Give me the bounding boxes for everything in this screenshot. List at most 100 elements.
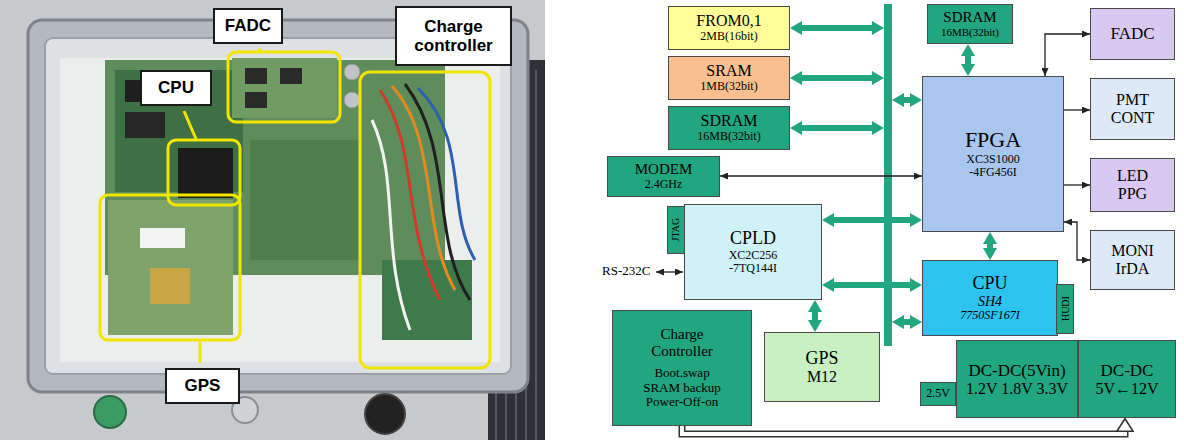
- block-box: GPSM12: [764, 332, 880, 402]
- block-detail: 1.2V 1.8V 3.3V: [966, 380, 1068, 398]
- leader-line: [199, 342, 202, 363]
- block-box: Charge ControllerBoot.swapSRAM backupPow…: [612, 310, 752, 426]
- block-title: FPGA: [965, 128, 1021, 153]
- block-title: FADC: [225, 16, 271, 35]
- cpu-chip: [178, 148, 233, 198]
- block-detail: 16MB(32bit): [941, 26, 999, 38]
- bus-connector: [987, 244, 993, 248]
- bus-arrow: [802, 75, 872, 81]
- serial-arrow: [656, 271, 683, 272]
- highlight-outline: [228, 52, 340, 122]
- power-connector-core: [682, 426, 1125, 434]
- block-title: PMT CONT: [1107, 91, 1159, 127]
- block-detail: Boot.swap: [654, 366, 709, 381]
- signal-connector: [720, 175, 922, 176]
- signal-connector: [1064, 109, 1090, 110]
- block-title: Charge controller: [400, 17, 507, 55]
- block-detail: 1MB(32bit): [700, 80, 757, 93]
- block-detail: 5V←12V: [1095, 380, 1158, 398]
- connector: [815, 312, 816, 320]
- photo-callout: FADC: [213, 8, 283, 44]
- wire: [418, 88, 475, 260]
- block-box: CPUSH47750SF167I: [922, 260, 1058, 336]
- gps-antenna: [150, 268, 190, 304]
- gps-board: [108, 200, 233, 335]
- connector: [834, 285, 910, 286]
- highlight-outline: [360, 72, 490, 368]
- block-title: FADC: [1110, 24, 1154, 43]
- power-board: [250, 140, 360, 260]
- power-connector-outline: [682, 426, 1125, 434]
- signal-connector: [1045, 34, 1090, 76]
- bus-connector: [834, 282, 910, 288]
- connector: [834, 220, 910, 221]
- block-title: SDRAM: [943, 9, 996, 26]
- chip: [280, 68, 302, 84]
- block-title: CPU: [158, 78, 194, 97]
- block-detail: Power-Off-on: [646, 395, 718, 410]
- photo-callout: GPS: [165, 368, 240, 404]
- block-detail: 16MB(32bit): [697, 130, 760, 143]
- connector: [720, 176, 922, 177]
- block-title: DC-DC: [1101, 361, 1154, 380]
- connector: [1045, 34, 1090, 76]
- wire: [372, 120, 410, 330]
- coax-connector: [344, 64, 360, 80]
- block-title: MONI IrDA: [1107, 242, 1159, 278]
- block-title: 2.5V: [926, 387, 950, 400]
- block-detail: 2.4GHz: [645, 178, 683, 191]
- photo-callout: CPU: [140, 70, 212, 106]
- block-box: MONI IrDA: [1090, 230, 1175, 290]
- connector: [968, 56, 969, 64]
- block-detail: SH4: [978, 294, 1002, 310]
- signal-connector: [1064, 184, 1090, 185]
- coax-connector: [344, 92, 360, 108]
- block-box: CPLDXC2C256 -7TQ144I: [684, 204, 822, 300]
- signal-connector: [1064, 222, 1090, 260]
- block-title: HUDI: [1059, 297, 1070, 322]
- bus-arrow: [904, 319, 910, 325]
- block-title: DC-DC(5Vin): [968, 361, 1065, 380]
- system-bus: [884, 4, 892, 346]
- bus-connector: [965, 56, 971, 64]
- block-title: GPS: [805, 348, 838, 368]
- leader-line: [258, 49, 262, 52]
- block-detail: 7750SF167I: [960, 309, 1019, 322]
- block-box: PMT CONT: [1090, 78, 1175, 140]
- transparent-lid: [45, 38, 511, 374]
- block-box: FADC: [1090, 8, 1175, 60]
- block-detail: SRAM backup: [643, 381, 721, 396]
- block-title: SDRAM: [701, 112, 758, 130]
- block-title: Charge Controller: [642, 326, 722, 360]
- bus-connector: [834, 217, 910, 223]
- port-tab: JTAG: [667, 206, 685, 254]
- bus-arrow: [802, 25, 872, 31]
- connector: [1064, 185, 1090, 186]
- block-box: MODEM2.4GHz: [607, 156, 720, 197]
- enclosure: [28, 20, 528, 392]
- block-title: SRAM: [706, 62, 751, 80]
- block-box: SDRAM16MB(32bit): [668, 106, 790, 150]
- cable-connector: [365, 394, 405, 434]
- bus-connector: [812, 312, 818, 320]
- fadc-board: [232, 58, 337, 118]
- block-title: MODEM: [635, 161, 693, 178]
- block-box: FPGAXC3S1000 -4FG456I: [922, 76, 1064, 232]
- block-detail: M12: [807, 368, 837, 386]
- block-box: FROM0,12MB(16bit): [668, 6, 790, 50]
- highlight-outline: [100, 195, 240, 340]
- photo-callout: Charge controller: [395, 6, 512, 66]
- block-detail: 2MB(16bit): [700, 30, 757, 43]
- chip: [245, 68, 267, 84]
- bus-arrow: [802, 125, 872, 131]
- block-box: SRAM1MB(32bit): [668, 56, 790, 100]
- mounting-plate: [60, 58, 500, 362]
- port-label: RS-232C: [602, 263, 650, 279]
- cable-connector: [94, 396, 126, 428]
- block-box: SDRAM16MB(32bit): [927, 4, 1013, 44]
- block-box: DC-DC(5Vin)1.2V 1.8V 3.3V: [956, 340, 1078, 418]
- bus-arrow: [904, 97, 910, 103]
- block-title: JTAG: [670, 218, 681, 242]
- block-detail: XC3S1000 -4FG456I: [955, 153, 1031, 180]
